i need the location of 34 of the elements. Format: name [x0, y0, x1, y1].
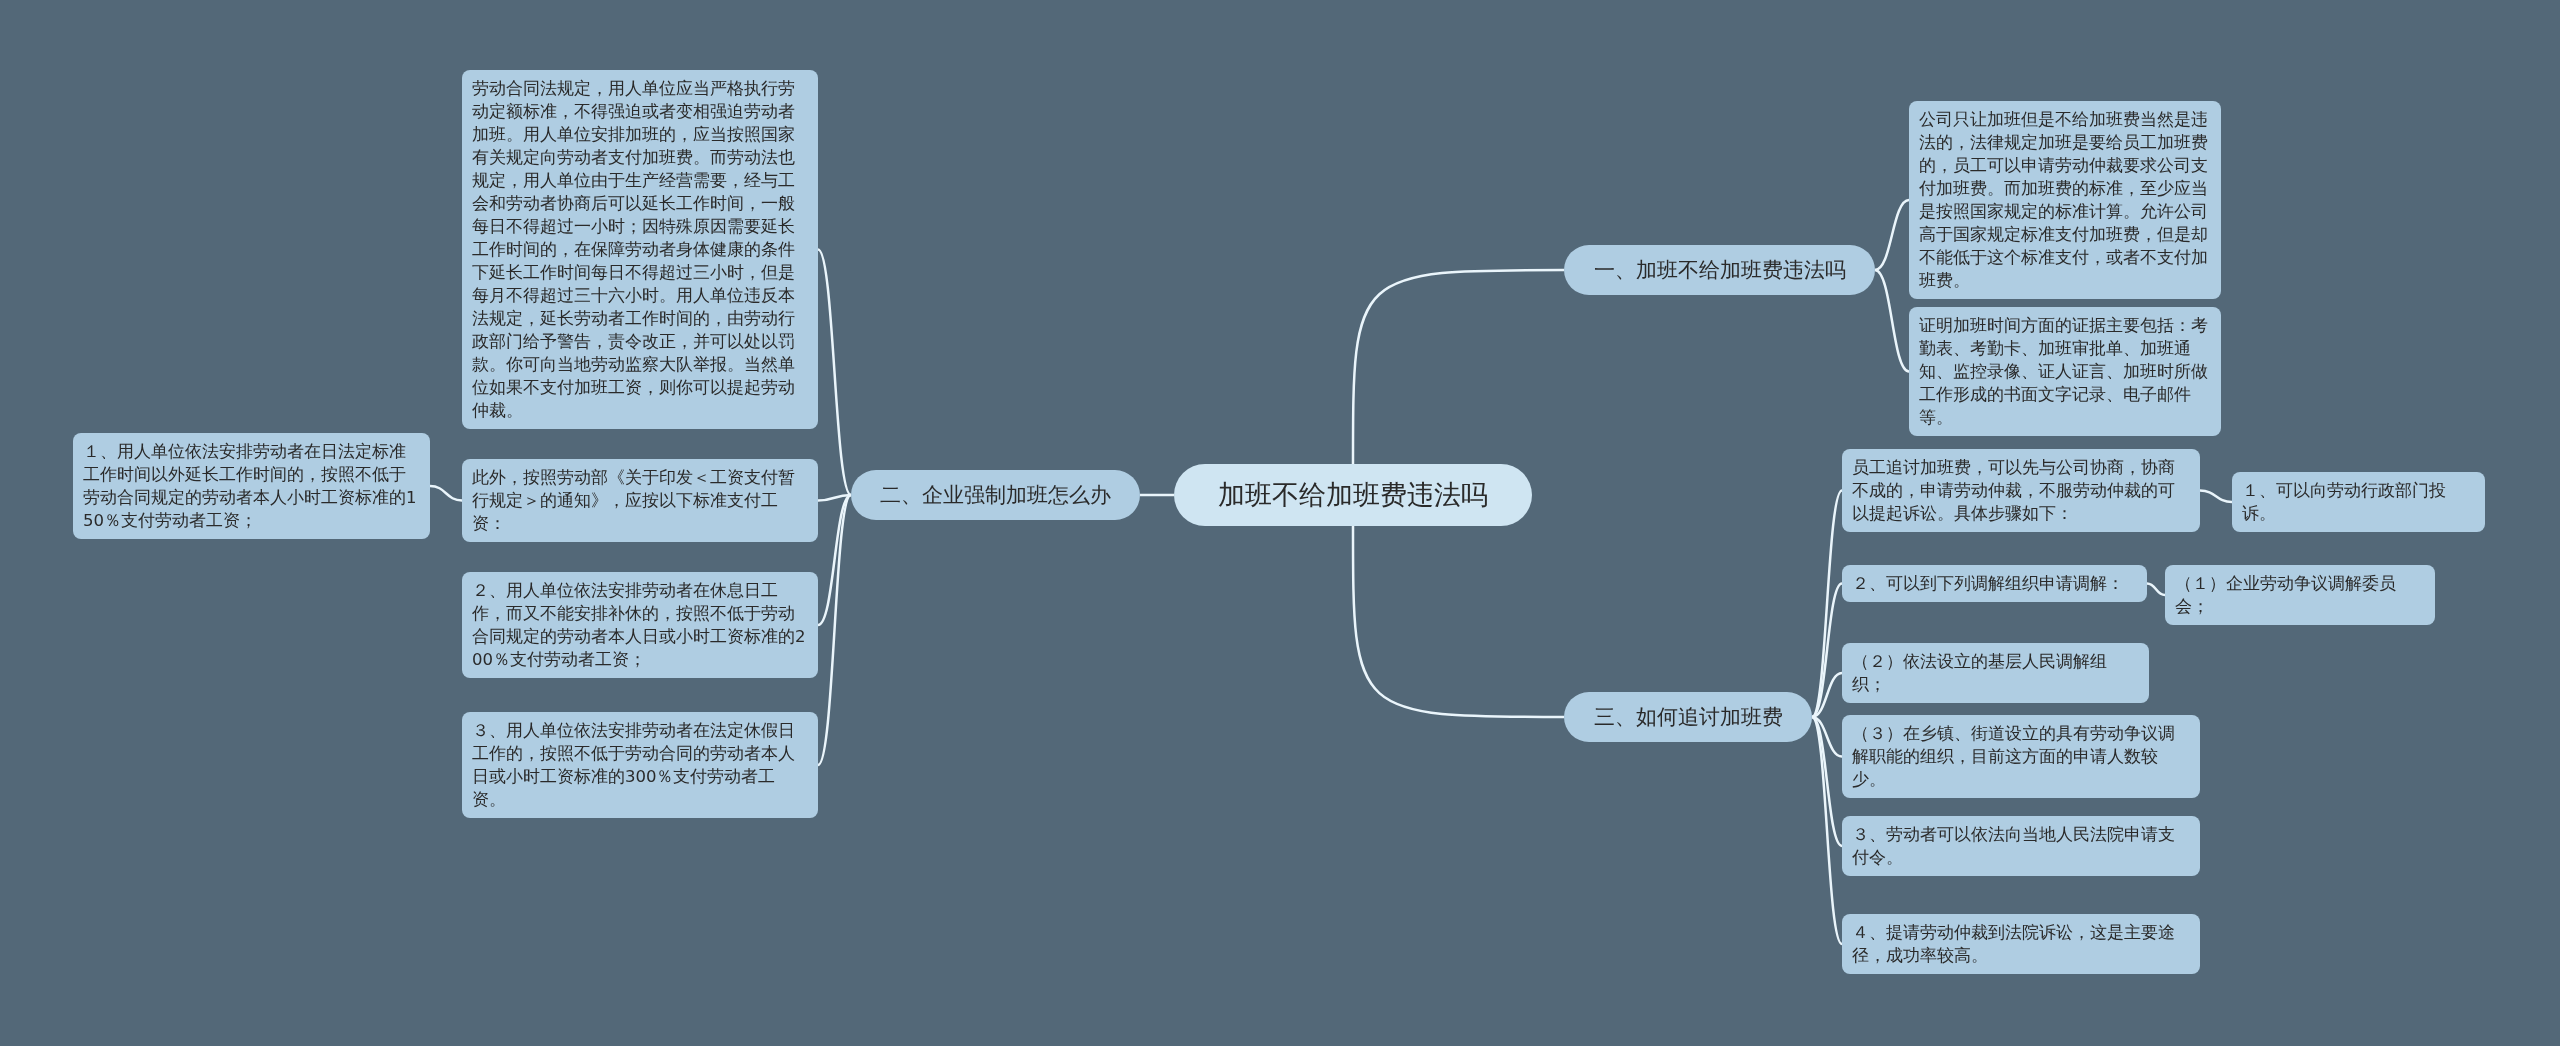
connector-line [1351, 526, 1564, 719]
text-box: 此外，按照劳动部《关于印发＜工资支付暂行规定＞的通知》，应按以下标准支付工资： [462, 459, 818, 542]
topic-box: 一、加班不给加班费违法吗 [1564, 245, 1875, 295]
text-box: ２、用人单位依法安排劳动者在休息日工作，而又不能安排补休的，按照不低于劳动合同规定的劳动者本人日或小时工资标准的200％支付劳动者工资； [462, 572, 818, 678]
connector-line [1874, 268, 1910, 373]
text-box: （１）企业劳动争议调解委员会； [2165, 565, 2435, 625]
connector-line [817, 248, 852, 496]
topic-box: 二、企业强制加班怎么办 [851, 470, 1140, 520]
connector-line [817, 493, 852, 502]
connector-line [1811, 716, 1843, 945]
text-box: （３）在乡镇、街道设立的具有劳动争议调解职能的组织，目前这方面的申请人数较少。 [1842, 715, 2200, 798]
text-box: 劳动合同法规定，用人单位应当严格执行劳动定额标准，不得强迫或者变相强迫劳动者加班。用人单位安排加班的，应当按照国家有关规定向劳动者支付加班费。而劳动法也规定，用人单位由于生产经营需要，经与工会和劳动者协商后可以延长工作时间，一般每日不得超过一小时；因特殊原因需要延长工作时间的，在保障劳动者身体健康的条件下延长工作时间每日不得超过三小时，但是每月不得超过三十六小时。用人单位违反本法规定，延长劳动者工作时间的，由劳动行政部门给予警告，责令改正，并可以处以罚款。你可向当地劳动监察大队举报。当然单位如果不支付加班工资，则你可以提起劳动仲裁。 [462, 70, 818, 429]
text-box: ３、用人单位依法安排劳动者在法定休假日工作的，按照不低于劳动合同的劳动者本人日或小时工资标准的300％支付劳动者工资。 [462, 712, 818, 818]
text-box: 员工追讨加班费，可以先与公司协商，协商不成的，申请劳动仲裁，不服劳动仲裁的可以提起诉讼。具体步骤如下： [1842, 449, 2200, 532]
text-box: １、用人单位依法安排劳动者在日法定标准工作时间以外延长工作时间的，按照不低于劳动合同规定的劳动者本人小时工资标准的150％支付劳动者工资； [73, 433, 430, 539]
text-box: １、可以向劳动行政部门投诉。 [2232, 472, 2485, 532]
connector-line [429, 484, 463, 502]
text-box: （２）依法设立的基层人民调解组织； [1842, 643, 2149, 703]
connector-line [1874, 198, 1910, 272]
text-box: 公司只让加班但是不给加班费当然是违法的，法律规定加班是要给员工加班费的，员工可以申请劳动仲裁要求公司支付加班费。而加班费的标准，至少应当是按照国家规定的标准计算。允许公司高于国家规定标准支付加班费，但是却不能低于这个标准支付，或者不支付加班费。 [1909, 101, 2221, 299]
text-box: 证明加班时间方面的证据主要包括：考勤表、考勤卡、加班审批单、加班通知、监控录像、证人证言、加班时所做工作形成的书面文字记录、电子邮件等。 [1909, 307, 2221, 436]
connector-line [1811, 716, 1843, 847]
text-box: ４、提请劳动仲裁到法院诉讼，这是主要途径，成功率较高。 [1842, 914, 2200, 974]
connector-line [1351, 268, 1564, 464]
connector-line [2146, 582, 2166, 597]
central-topic: 加班不给加班费违法吗 [1174, 464, 1532, 526]
text-box: ２、可以到下列调解组织申请调解： [1842, 565, 2147, 602]
connector-line [1811, 489, 1843, 718]
text-box: ３、劳动者可以依法向当地人民法院申请支付令。 [1842, 816, 2200, 876]
connector-line [817, 494, 852, 766]
connector-line [1811, 582, 1843, 718]
topic-box: 三、如何追讨加班费 [1564, 692, 1812, 742]
connector-line [1140, 493, 1174, 497]
connector-line [2199, 489, 2233, 504]
